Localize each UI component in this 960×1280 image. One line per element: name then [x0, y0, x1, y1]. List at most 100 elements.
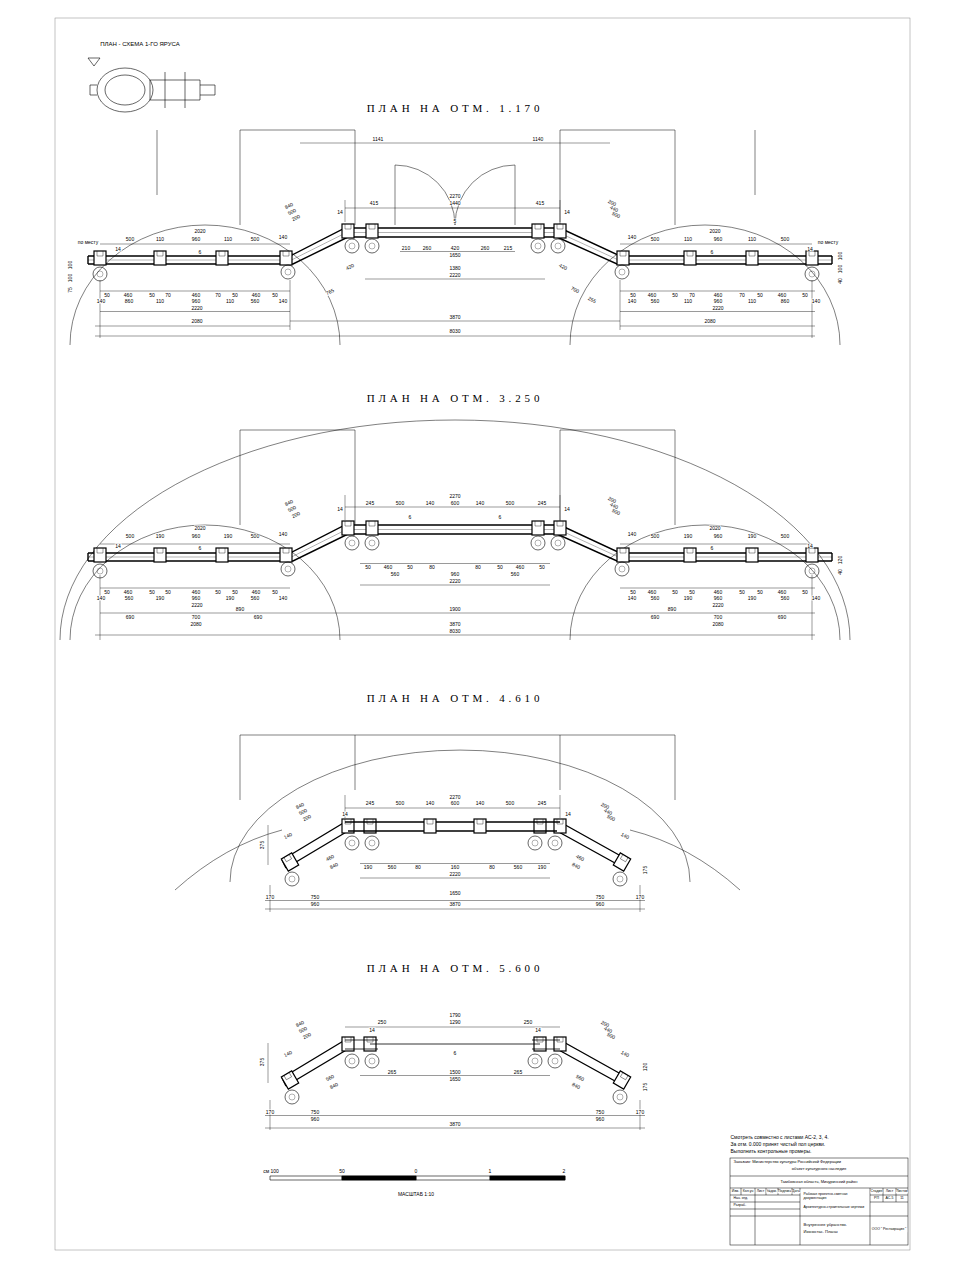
dimension-label: 190: [747, 596, 756, 601]
dimension-label: 50: [272, 590, 279, 595]
dimension-label: 140: [620, 832, 631, 841]
dimension-label: 500: [611, 508, 622, 517]
dimension-label: 50: [739, 590, 746, 595]
dimension-label: 700: [713, 615, 722, 620]
note-text: Иконостас. Планы: [803, 1230, 838, 1234]
dimension-label: 500: [395, 501, 404, 506]
dimension-label: Кол.уч: [742, 1190, 754, 1194]
dimension-label: 890: [235, 607, 244, 612]
dimension-label: 960: [310, 1117, 319, 1122]
dimension-label: 0: [414, 1169, 418, 1174]
plan-heading: ПЛАН НА ОТМ. 3.250: [365, 393, 546, 404]
dimension-label: 190: [225, 596, 234, 601]
dimension-label: объект культурного наследия: [791, 1167, 847, 1171]
dimension-label: Подпись: [778, 1190, 793, 1194]
callout-number: 6: [498, 515, 502, 520]
dimension-label: 245: [365, 801, 374, 806]
dimension-label: 100: [838, 264, 843, 273]
dimension-label: Тамбовская область, Мичуринский район: [780, 1180, 858, 1184]
callout-number: 14: [807, 247, 814, 252]
dimension-label: РП: [874, 1197, 880, 1201]
callout-number: 14: [807, 544, 814, 549]
dimension-label: 840: [329, 1082, 340, 1091]
dimension-label: АС-5: [885, 1197, 894, 1201]
dimension-label: 2080: [704, 319, 716, 324]
dimension-label: 80: [415, 865, 422, 870]
dimension-label: 190: [747, 534, 756, 539]
dimension-label: 140: [96, 299, 105, 304]
dimension-label: 8030: [449, 329, 461, 334]
dimension-label: 120: [643, 1062, 648, 1071]
dimension-label: 190: [683, 534, 692, 539]
dimension-label: 960: [191, 596, 200, 601]
dimension-label: 420: [450, 246, 459, 251]
dimension-label: 1: [488, 1169, 492, 1174]
dimension-label: 700: [570, 286, 581, 295]
dimension-label: 190: [223, 534, 232, 539]
dimension-label: 560: [513, 865, 522, 870]
callout-number: 14: [535, 1028, 542, 1033]
dimension-label: 375: [260, 1057, 265, 1066]
dimension-label: 460: [713, 293, 722, 298]
dimension-label: 460: [777, 590, 786, 595]
dimension-label: 190: [537, 865, 546, 870]
plan-4-center-wall: [345, 1040, 560, 1049]
dimension-label: 840: [571, 1082, 582, 1091]
dimension-label: 140: [627, 299, 636, 304]
dimension-label: 140: [278, 299, 287, 304]
dimension-label: 215: [503, 246, 512, 251]
dimension-label: 200: [291, 511, 302, 520]
dimension-label: 560: [780, 596, 789, 601]
plan-heading: ПЛАН НА ОТМ. 1.170: [365, 103, 546, 114]
dimension-label: 50: [689, 590, 696, 595]
dimension-label: 890: [667, 607, 676, 612]
dimension-label: 245: [537, 501, 546, 506]
dimension-label: 960: [191, 237, 200, 242]
dimension-label: 460: [515, 565, 524, 570]
dimension-label: 50: [215, 590, 222, 595]
dimension-label: 200: [302, 1032, 313, 1041]
dimension-label: 960: [595, 902, 604, 907]
dimension-label: 70: [165, 293, 172, 298]
dimension-label: 1140: [532, 137, 544, 142]
dimension-label: 110: [226, 299, 235, 304]
callout-number: 6: [453, 1051, 457, 1056]
dimension-label: 110: [156, 299, 165, 304]
dimension-label: МАСШТАБ 1:10: [397, 1192, 434, 1197]
dimension-label: 50: [232, 293, 239, 298]
note-text: Смотреть совместно с листами АС-2, 3, 4.: [730, 1135, 829, 1140]
dimension-label: 2080: [712, 622, 724, 627]
dimension-label: 1500: [449, 1070, 461, 1075]
dimension-label: №док.: [766, 1190, 777, 1194]
plan-3-background: [175, 735, 740, 890]
dimension-label: 70: [739, 293, 746, 298]
dimension-label: 140: [283, 1050, 294, 1059]
dimension-label: 460: [777, 293, 786, 298]
dimension-label: Лист: [756, 1190, 765, 1194]
dimension-label: 140: [811, 299, 820, 304]
dimension-label: 50: [104, 590, 111, 595]
dimension-label: 500: [606, 1032, 617, 1041]
dimension-label: 140: [627, 235, 636, 240]
dimension-label: Изм.: [731, 1190, 740, 1194]
dimension-label: 140: [278, 596, 287, 601]
dimension-label: 500: [606, 814, 617, 823]
dimension-label: 50: [272, 293, 279, 298]
dimension-label: 500: [125, 237, 134, 242]
dimension-label: 3870: [449, 902, 461, 907]
dimension-label: 140: [425, 801, 434, 806]
dimension-label: 110: [684, 299, 693, 304]
dimension-label: 500: [250, 534, 259, 539]
plan-heading: ПЛАН НА ОТМ. 5.600: [365, 963, 546, 974]
dimension-label: 460: [191, 590, 200, 595]
dimension-label: 2220: [191, 306, 203, 311]
callout-number: 6: [408, 515, 412, 520]
dimension-label: 250: [523, 1020, 532, 1025]
callout-number: 14: [564, 507, 571, 512]
dimension-label: 140: [620, 1050, 631, 1059]
dimension-label: 690: [125, 615, 134, 620]
dimension-label: 500: [505, 501, 514, 506]
dimension-label: 2020: [194, 229, 206, 234]
dimension-label: 8030: [449, 629, 461, 634]
dimension-label: 375: [260, 840, 265, 849]
